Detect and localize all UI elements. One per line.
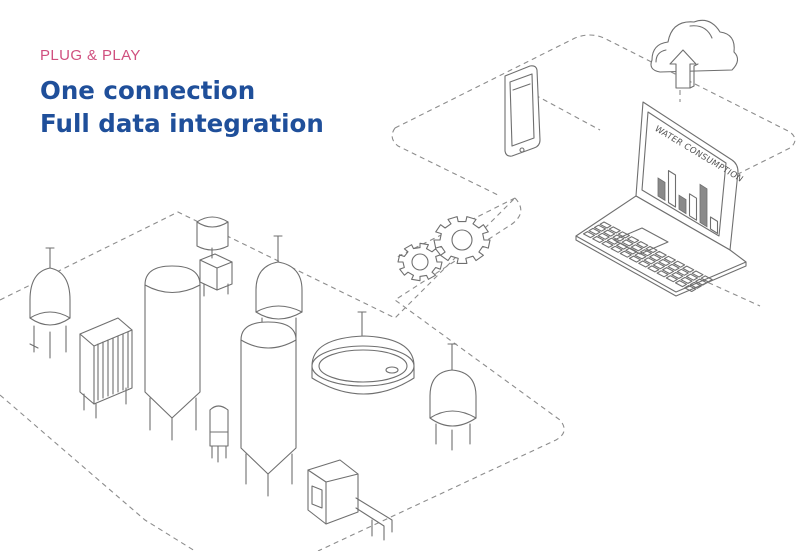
laptop-key <box>582 231 596 239</box>
laptop-key <box>601 240 614 248</box>
laptop-key <box>658 258 671 267</box>
laptop-key <box>684 284 697 293</box>
laptop-key <box>689 281 702 289</box>
gears-icon <box>397 216 491 282</box>
laptop-key <box>680 276 693 284</box>
laptop-keyboard <box>582 221 713 293</box>
laptop-key <box>674 280 688 288</box>
laptop-key <box>639 249 653 257</box>
laptop-key <box>612 234 625 242</box>
control-unit <box>307 459 393 541</box>
laptop-key <box>593 224 607 232</box>
mash-tun <box>311 311 415 395</box>
laptop-key <box>685 273 699 281</box>
laptop-trackpad <box>613 227 669 255</box>
laptop-chart-bar <box>667 170 677 208</box>
page-title: One connection Full data integration <box>40 74 324 140</box>
hopper-mill <box>196 216 233 297</box>
laptop-key <box>682 265 695 273</box>
laptop-key <box>695 278 708 286</box>
laptop-key <box>652 262 665 270</box>
laptop-key <box>621 239 634 247</box>
laptop-key <box>638 260 651 268</box>
kettle-left <box>29 247 71 359</box>
laptop-chart-bar <box>709 216 719 234</box>
laptop-key <box>647 265 660 273</box>
laptop-key <box>656 270 669 278</box>
laptop-key <box>636 241 649 249</box>
laptop-key <box>673 260 686 268</box>
laptop-key <box>603 229 616 237</box>
laptop-key <box>649 254 662 262</box>
laptop-key <box>671 271 684 280</box>
laptop-key <box>597 232 610 240</box>
heat-exchanger <box>79 317 133 419</box>
title-line-2: Full data integration <box>40 109 324 138</box>
silo-tall-1 <box>144 265 201 441</box>
laptop-key <box>588 227 601 235</box>
laptop-chart-bar <box>657 177 666 202</box>
laptop-chart <box>657 170 719 234</box>
laptop-key <box>667 263 680 271</box>
laptop-chart-bar <box>688 193 698 221</box>
laptop-key <box>630 244 643 252</box>
laptop-key <box>628 255 642 263</box>
laptop-key <box>654 250 667 258</box>
laptop-key <box>643 257 656 265</box>
eyebrow-label: PLUG & PLAY <box>40 47 141 64</box>
laptop-key <box>691 270 704 278</box>
laptop-key <box>619 250 632 258</box>
laptop-key <box>610 245 623 253</box>
laptop-key <box>665 275 678 283</box>
valve-column <box>209 405 229 463</box>
laptop-key <box>645 245 658 254</box>
laptop-icon: WATER CONSUMPTION <box>575 101 747 297</box>
laptop-key <box>634 252 647 260</box>
kettle-lower-right <box>429 343 477 451</box>
smartphone-icon <box>504 65 541 157</box>
laptop-chart-bar <box>699 183 708 228</box>
title-line-1: One connection <box>40 76 256 105</box>
laptop-key <box>662 267 675 275</box>
laptop-key <box>592 235 605 244</box>
laptop-key <box>700 275 713 283</box>
silo-tall-2 <box>240 321 297 497</box>
laptop-key <box>599 221 612 229</box>
laptop-key <box>608 226 621 234</box>
laptop-key <box>663 255 676 263</box>
laptop-key <box>627 236 640 244</box>
connector-phone-laptop <box>534 94 601 131</box>
laptop-key <box>676 268 689 276</box>
laptop-chart-bar <box>678 194 687 215</box>
cloud-upload-icon <box>650 19 739 89</box>
